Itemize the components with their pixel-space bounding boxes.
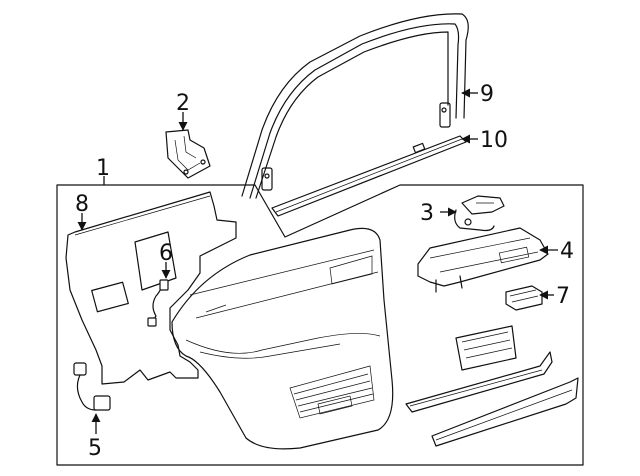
callout-7: 7: [556, 284, 570, 309]
callout-3: 3: [420, 201, 434, 226]
callout-8: 8: [75, 192, 89, 217]
callout-leaders: [77, 88, 558, 434]
callout-5: 5: [88, 436, 102, 461]
callout-6: 6: [159, 241, 173, 266]
callout-1: 1: [96, 156, 110, 181]
door-frame-weatherstrip[interactable]: [241, 13, 469, 199]
trim-insert[interactable]: [455, 325, 517, 371]
molding-strip-lower[interactable]: [431, 377, 579, 447]
callout-2: 2: [176, 91, 190, 116]
wire-harness[interactable]: [147, 279, 169, 327]
watershield[interactable]: [65, 191, 237, 385]
door-trim-panel[interactable]: [171, 227, 394, 450]
pull-handle-bracket[interactable]: [454, 195, 505, 232]
assembly-boundary: [56, 184, 584, 466]
switch-bezel[interactable]: [417, 227, 549, 293]
connector-harness[interactable]: [73, 362, 111, 411]
callout-9: 9: [480, 82, 494, 107]
callout-4: 4: [560, 239, 574, 264]
belt-molding-strip[interactable]: [271, 135, 467, 217]
molding-strip-upper[interactable]: [405, 351, 553, 413]
bracket[interactable]: [165, 129, 211, 179]
callout-10: 10: [480, 128, 508, 153]
window-switch[interactable]: [505, 285, 543, 311]
